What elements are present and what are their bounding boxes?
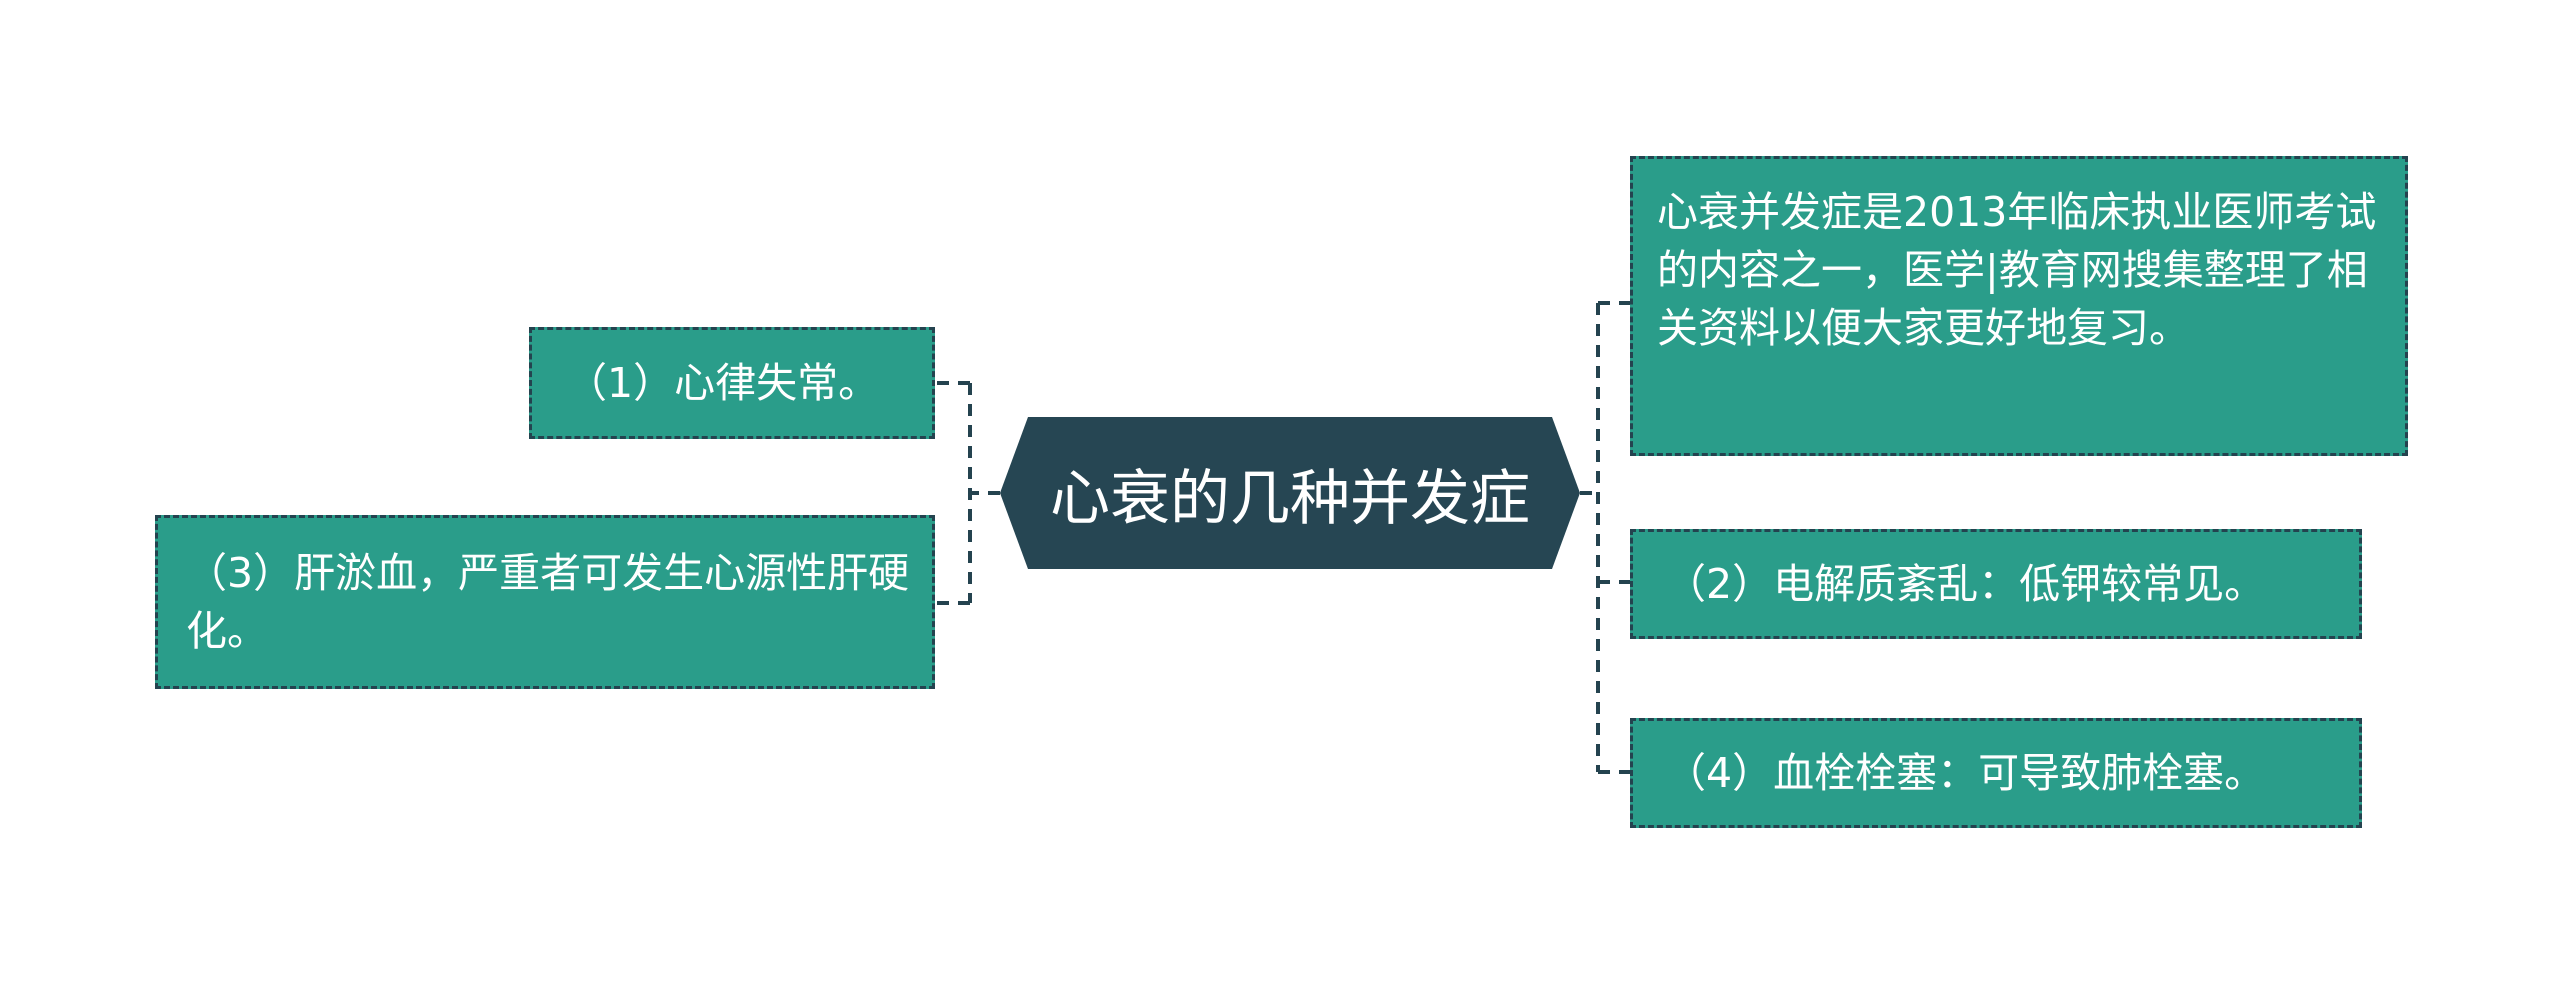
branch-node-electrolyte[interactable]: （2）电解质紊乱：低钾较常见。 bbox=[1630, 529, 2362, 639]
branch-node-liver[interactable]: （3）肝淤血，严重者可发生心源性肝硬化。 bbox=[155, 515, 935, 689]
branch-node-thrombosis[interactable]: （4）血栓栓塞：可导致肺栓塞。 bbox=[1630, 718, 2362, 828]
central-topic-label: 心衰的几种并发症 bbox=[1050, 463, 1530, 534]
branch-node-intro[interactable]: 心衰并发症是2013年临床执业医师考试的内容之一，医学|教育网搜集整理了相关资料… bbox=[1630, 156, 2408, 456]
branch-node-thrombosis-text: （4）血栓栓塞：可导致肺栓塞。 bbox=[1665, 749, 2266, 797]
branch-node-intro-text: 心衰并发症是2013年临床执业医师考试的内容之一，医学|教育网搜集整理了相关资料… bbox=[1657, 188, 2377, 352]
branch-node-arrhythmia[interactable]: （1）心律失常。 bbox=[529, 327, 935, 439]
central-topic[interactable]: 心衰的几种并发症 bbox=[1000, 417, 1580, 569]
branch-node-arrhythmia-text: （1）心律失常。 bbox=[566, 359, 880, 407]
branch-node-liver-text: （3）肝淤血，严重者可发生心源性肝硬化。 bbox=[186, 549, 910, 655]
branch-node-electrolyte-text: （2）电解质紊乱：低钾较常见。 bbox=[1665, 560, 2266, 608]
